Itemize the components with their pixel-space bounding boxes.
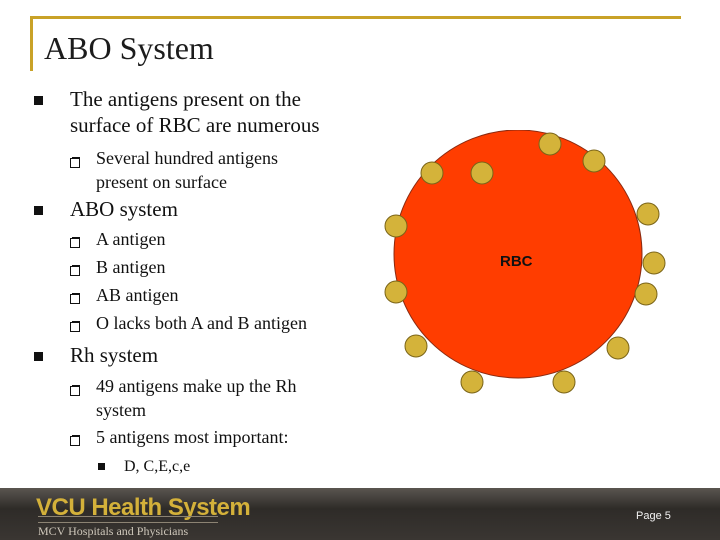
sub-sub-bullet-item: D, C,E,c,e bbox=[124, 454, 190, 480]
sub-bullet-text-line: B antigen bbox=[96, 257, 166, 277]
antigen-icon bbox=[634, 282, 658, 306]
antigen-icon bbox=[538, 132, 562, 156]
bullet-item: ABO system bbox=[70, 196, 178, 222]
logo-subtext: MCV Hospitals and Physicians bbox=[38, 524, 189, 538]
antigen-icon bbox=[420, 161, 444, 185]
sub-bullet-icon bbox=[70, 435, 80, 446]
sub-bullet-item: 49 antigens make up the Rh system bbox=[96, 374, 296, 422]
sub-sub-bullet-text-line: D, C,E,c,e bbox=[124, 458, 191, 475]
sub-bullet-icon bbox=[70, 321, 80, 332]
sub-bullet-item: O lacks both A and B antigen bbox=[96, 311, 307, 335]
antigen-icon bbox=[470, 161, 494, 185]
sub-bullet-item: Several hundred antigens present on surf… bbox=[96, 146, 278, 194]
bullet-text-line: surface of RBC are numerous bbox=[70, 113, 320, 137]
sub-bullet-text-line: present on surface bbox=[96, 172, 227, 192]
antigen-icon bbox=[606, 336, 630, 360]
bullet-item: The antigens present on the surface of R… bbox=[70, 86, 320, 138]
bullet-square-icon bbox=[34, 206, 43, 215]
sub-bullet-icon bbox=[70, 293, 80, 304]
slide-title: ABO System bbox=[44, 30, 214, 66]
footer-bar bbox=[0, 488, 720, 540]
sub-bullet-icon bbox=[70, 265, 80, 276]
rbc-label: RBC bbox=[500, 253, 533, 270]
sub-bullet-item: AB antigen bbox=[96, 283, 179, 307]
rbc-cell bbox=[393, 130, 643, 379]
antigen-icon bbox=[460, 370, 484, 394]
sub-bullet-text-line: system bbox=[96, 400, 147, 420]
bullet-item: Rh system bbox=[70, 342, 158, 368]
antigen-icon bbox=[582, 149, 606, 173]
bullet-text-line: The antigens present on the bbox=[70, 87, 301, 111]
page-number: Page 5 bbox=[636, 510, 671, 522]
title-frame bbox=[30, 16, 681, 71]
sub-bullet-icon bbox=[70, 157, 80, 168]
sub-sub-bullet-icon bbox=[98, 463, 105, 470]
sub-bullet-item: B antigen bbox=[96, 255, 166, 279]
sub-bullet-item: A antigen bbox=[96, 227, 166, 251]
sub-bullet-item: 5 antigens most important: bbox=[96, 425, 288, 449]
antigen-icon bbox=[552, 370, 576, 394]
rbc-diagram: RBC bbox=[384, 130, 666, 394]
sub-bullet-text-line: O lacks both A and B antigen bbox=[96, 313, 307, 333]
logo-divider bbox=[38, 516, 218, 523]
sub-bullet-text-line: A antigen bbox=[96, 229, 166, 249]
sub-bullet-icon bbox=[70, 237, 80, 248]
antigen-icon bbox=[636, 202, 660, 226]
sub-bullet-icon bbox=[70, 385, 80, 396]
antigen-icon bbox=[404, 334, 428, 358]
antigen-icon bbox=[384, 280, 408, 304]
antigen-icon bbox=[384, 214, 408, 238]
antigen-group bbox=[384, 132, 666, 394]
bullet-text-line: Rh system bbox=[70, 343, 159, 367]
bullet-square-icon bbox=[34, 96, 43, 105]
sub-bullet-text-line: 5 antigens most important: bbox=[96, 427, 289, 447]
sub-bullet-text-line: AB antigen bbox=[96, 285, 179, 305]
sub-bullet-text-line: Several hundred antigens bbox=[96, 148, 278, 168]
sub-bullet-text-line: 49 antigens make up the Rh bbox=[96, 376, 297, 396]
bullet-text-line: ABO system bbox=[70, 197, 178, 221]
bullet-square-icon bbox=[34, 352, 43, 361]
antigen-icon bbox=[642, 251, 666, 275]
